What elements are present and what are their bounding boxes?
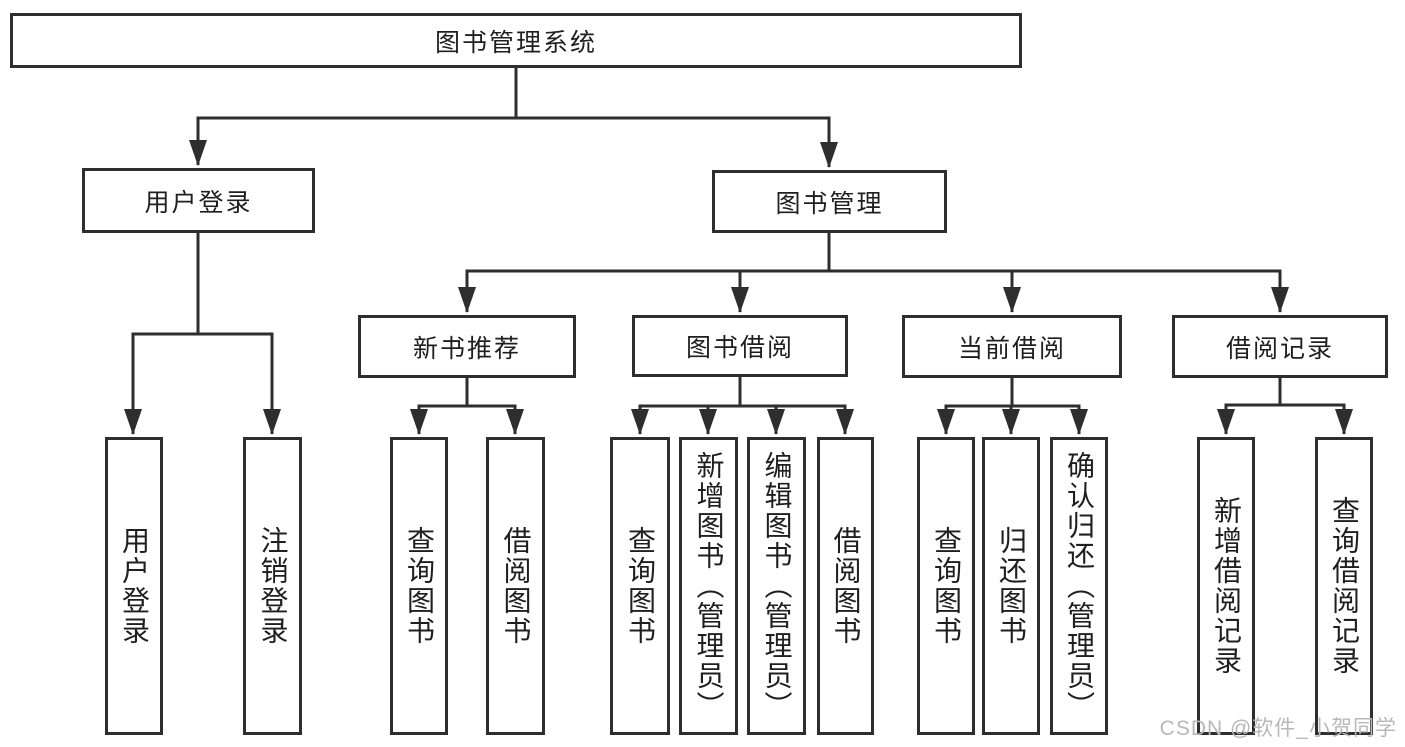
leaf-borrow-borrow-books: 借阅图书 xyxy=(817,437,874,735)
node-book-borrow: 图书借阅 xyxy=(632,315,848,377)
leaf-records-query-record: 查询借阅记录 xyxy=(1315,437,1373,735)
node-borrow-records: 借阅记录 xyxy=(1172,315,1388,378)
leaf-records-add-record: 新增借阅记录 xyxy=(1197,437,1255,735)
leaf-logout: 注销登录 xyxy=(243,437,302,735)
leaf-borrow-add-books-admin: 新增图书（管理员） xyxy=(679,437,738,735)
leaf-current-return-books: 归还图书 xyxy=(982,437,1040,735)
csdn-watermark: CSDN @软件_小贺同学 xyxy=(1159,717,1397,740)
node-book-management: 图书管理 xyxy=(712,170,947,233)
node-current-borrow: 当前借阅 xyxy=(902,315,1122,378)
leaf-borrow-edit-books-admin: 编辑图书（管理员） xyxy=(747,437,806,735)
leaf-newbooks-query-books: 查询图书 xyxy=(390,437,448,735)
leaf-newbooks-borrow-books: 借阅图书 xyxy=(486,437,545,735)
leaf-current-query-books: 查询图书 xyxy=(917,437,975,735)
node-root-system: 图书管理系统 xyxy=(10,13,1022,68)
leaf-user-login: 用户登录 xyxy=(105,437,163,735)
leaf-borrow-query-books: 查询图书 xyxy=(610,437,670,735)
node-new-book-recommend: 新书推荐 xyxy=(358,315,576,378)
node-user-login: 用户登录 xyxy=(82,168,315,233)
leaf-current-confirm-return-admin: 确认归还（管理员） xyxy=(1050,437,1108,735)
